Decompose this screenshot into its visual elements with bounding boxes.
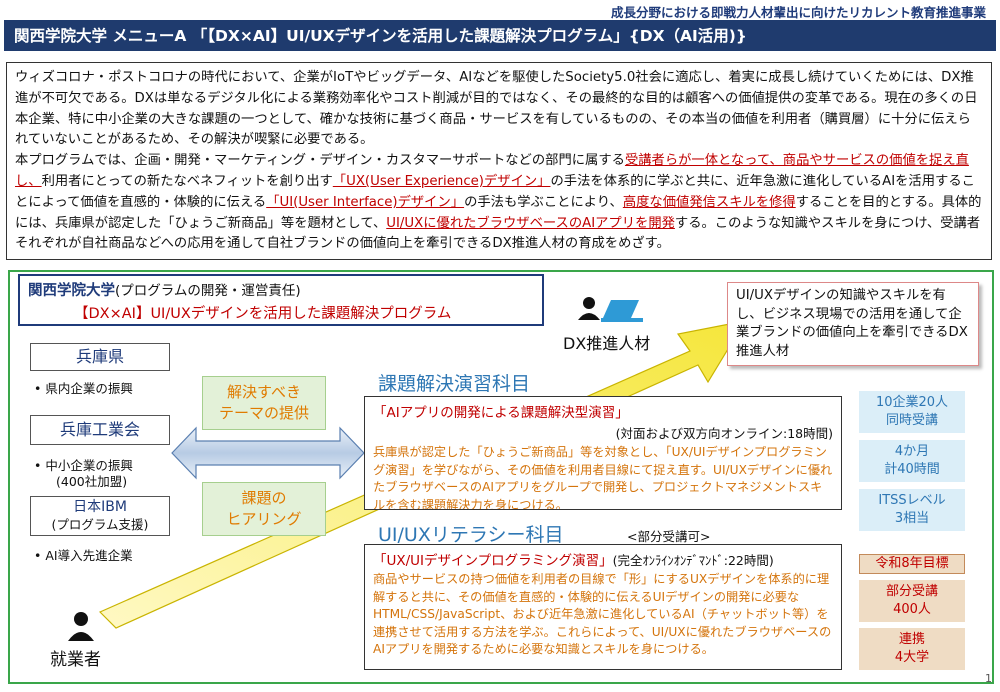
intro-text: することを目的とする。具体的には、兵庫県が認定した「ひょうご新商品」等を題材とし… <box>15 194 982 231</box>
section-literacy-title: UI/UXリテラシー科目 <box>378 524 564 546</box>
course-uxui-box: 「UX/UIデザインプログラミング演習」(完全ｵﾝﾗｲﾝｵﾝﾃﾞﾏﾝﾄﾞ:22時… <box>364 544 842 670</box>
diagram-frame <box>8 270 994 684</box>
partner-ibm-japan: 日本IBM (プログラム支援) <box>30 496 170 536</box>
intro-text: 本プログラムでは、企画・開発・マーケティング・デザイン・カスタマーサポートなどの… <box>15 153 625 169</box>
partner-hyogo-industry-assoc: 兵庫工業会 <box>30 415 170 445</box>
partner-sub: (プログラム支援) <box>51 517 149 532</box>
target-year-header: 令和8年目標 <box>859 554 965 574</box>
course-format: (対面および双方向オンライン:18時間) <box>615 426 833 441</box>
intro-highlight: 受講者らが一体となって、商品やサービスの価値を捉え直し、 <box>15 153 969 189</box>
header-caption: 成長分野における即戦力人材輩出に向けたリカレント教育推進事業 <box>610 5 986 20</box>
course-name: 「UX/UIデザインプログラミング演習」 <box>373 553 613 569</box>
partner-name: 日本IBM <box>73 499 127 515</box>
course-format: (完全ｵﾝﾗｲﾝｵﾝﾃﾞﾏﾝﾄﾞ:22時間) <box>612 553 774 568</box>
partner-bullet: 県内企業の振興 <box>34 378 133 397</box>
course-ai-app-box: 「AIアプリの開発による課題解決型演習」 (対面および双方向オンライン:18時間… <box>364 396 842 510</box>
hearing-box: 課題の ヒアリング <box>202 482 326 536</box>
theme-provision-box: 解決すべき テーマの提供 <box>202 376 326 430</box>
person-icon <box>66 611 96 641</box>
intro-text: 利用者にとっての新たなベネフィットを創り出す <box>41 173 333 189</box>
intro-text: の手法も学ぶことにより、 <box>464 194 623 210</box>
course-description: 商品やサービスの持つ価値を利用者の目線で「形」にするUXデザインを体系的に理解す… <box>373 572 832 656</box>
stat-capacity: 10企業20人 同時受講 <box>859 391 965 433</box>
intro-highlight: 「UI(User Interface)デザイン」 <box>266 194 465 210</box>
partner-bullet: AI導入先進企業 <box>34 545 132 564</box>
target-partner-universities: 連携 4大学 <box>859 628 965 670</box>
intro-paragraph-1: ウィズコロナ・ポストコロナの時代において、企業がIoTやビッグデータ、AIなどを… <box>15 70 978 148</box>
exchange-arrow <box>171 426 365 480</box>
provider-box: 関西学院大学(プログラムの開発・運営責任) 【DX×AI】UI/UXデザインを活… <box>18 274 544 326</box>
top-person-label: DX推進人材 <box>563 334 651 353</box>
person-icon <box>577 296 601 320</box>
stat-itss-level: ITSSレベル 3相当 <box>859 489 965 531</box>
intro-highlight: 高度な価値発信スキルを修得 <box>622 194 796 210</box>
provider-program: 【DX×AI】UI/UXデザインを活用した課題解決プログラム <box>74 306 452 322</box>
course-description: 兵庫県が認定した「ひょうご新商品」等を対象とし、「UX/UIデザインプログラミン… <box>373 445 833 510</box>
intro-text: の手法を体系的に学ぶと共に、近年急激に進化しているAIを活用することによって価値… <box>15 173 975 210</box>
bottom-person-label: 就業者 <box>50 650 101 670</box>
goal-box: UI/UXデザインの知識やスキルを有し、ビジネス現場での活用を通して企業ブランド… <box>727 282 979 366</box>
provider-role: (プログラムの開発・運営責任) <box>115 283 301 299</box>
page-number: 1 <box>985 672 992 685</box>
target-partial-enrollment: 部分受講 400人 <box>859 580 965 622</box>
provider-name: 関西学院大学 <box>28 283 115 299</box>
intro-highlight: 「UX(User Experience)デザイン」 <box>332 173 551 189</box>
page-title: 関西学院大学 メニューA 「【DX×AI】UI/UXデザインを活用した課題解決プ… <box>4 20 996 51</box>
stat-duration: 4か月 計40時間 <box>859 440 965 482</box>
intro-text-box: ウィズコロナ・ポストコロナの時代において、企業がIoTやビッグデータ、AIなどを… <box>6 62 992 260</box>
course-name: 「AIアプリの開発による課題解決型演習」 <box>373 405 629 421</box>
partner-member-count: (400社加盟) <box>56 474 128 489</box>
partner-hyogo-prefecture: 兵庫県 <box>30 343 170 371</box>
partial-enrollment-note: <部分受講可> <box>627 529 711 544</box>
partner-bullet: 中小企業の振興 <box>34 455 133 474</box>
laptop-icon <box>601 300 643 322</box>
section-problem-solving-title: 課題解決演習科目 <box>378 373 531 395</box>
intro-text: する。このような知識やスキルを身につけ、受講者それぞれが自社商品などへの応用を通… <box>15 215 981 252</box>
intro-highlight: UI/UXに優れたブラウザベースのAIアプリを開発 <box>386 215 675 231</box>
